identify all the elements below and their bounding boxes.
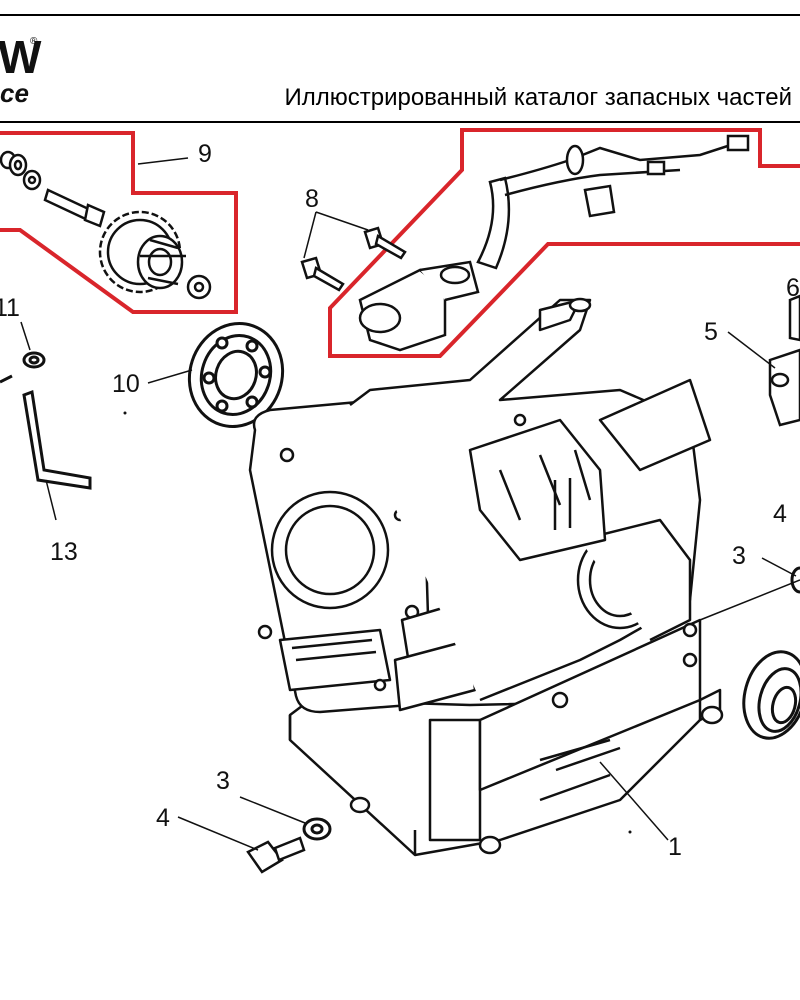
callout-4-bottom: 4 bbox=[156, 804, 170, 832]
callout-10: 10 bbox=[112, 370, 140, 398]
dipstick-rod-13 bbox=[0, 374, 92, 490]
highlight-frame-breather bbox=[328, 128, 800, 358]
brand-logo: W bbox=[0, 31, 41, 83]
oil-seal bbox=[742, 650, 800, 740]
callout-3-right: 3 bbox=[732, 542, 746, 570]
highlight-frame-governor bbox=[0, 131, 238, 314]
header-top-rule bbox=[0, 14, 800, 16]
callout-4-right: 4 bbox=[773, 500, 787, 528]
washer-11 bbox=[22, 351, 46, 369]
callout-3-bottom: 3 bbox=[216, 767, 230, 795]
dot-mark bbox=[628, 830, 632, 834]
washer-3-bottom bbox=[302, 817, 332, 841]
catalog-header: W ® ce Иллюстрированный каталог запасных… bbox=[0, 0, 800, 125]
dot-mark bbox=[123, 411, 127, 415]
callout-1: 1 bbox=[668, 833, 682, 861]
washer-3-right bbox=[790, 566, 800, 594]
callout-9: 9 bbox=[198, 140, 212, 168]
crankcase-body bbox=[248, 297, 724, 857]
bolt-8 bbox=[300, 226, 407, 292]
bracket-5-6 bbox=[768, 294, 800, 427]
brand-logo-subtitle: ce bbox=[0, 78, 29, 108]
governor-gear-assembly bbox=[0, 150, 212, 300]
callout-8: 8 bbox=[305, 185, 319, 213]
breather-assembly bbox=[358, 134, 750, 352]
callout-6: 6 bbox=[786, 274, 800, 302]
catalog-title: Иллюстрированный каталог запасных частей bbox=[284, 84, 792, 111]
callout-11: 11 bbox=[0, 294, 20, 322]
bolt-4-bottom bbox=[246, 836, 306, 874]
callout-13: 13 bbox=[50, 538, 78, 566]
leader-lines bbox=[20, 157, 800, 851]
callout-5: 5 bbox=[704, 318, 718, 346]
header-bottom-rule bbox=[0, 121, 800, 123]
ball-bearing bbox=[187, 322, 285, 428]
registered-mark: ® bbox=[30, 36, 38, 47]
